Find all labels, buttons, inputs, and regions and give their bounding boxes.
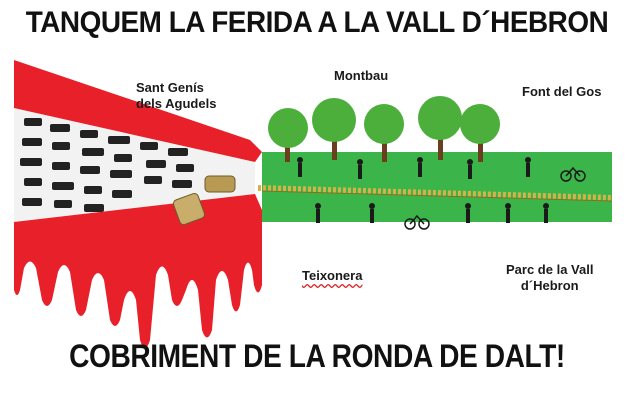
label-teixonera: Teixonera [302,268,363,283]
label-sant-genis-line2: dels Agudels [136,96,217,111]
traffic-cars [20,118,194,212]
label-parc-line1: Parc de la Vall [506,262,594,277]
label-font-del-gos: Font del Gos [522,84,602,99]
zipper-upper-flap [14,60,262,162]
label-sant-genis-line1: Sant Genís [136,80,204,95]
headline: TANQUEM LA FERIDA A LA VALL D´HEBRON [25,6,609,39]
label-parc-line2: d´Hebron [520,278,579,293]
label-sant-genis: Sant Genís dels Agudels [136,80,216,112]
zipper-slider-icon [172,175,236,226]
label-montbau: Montbau [334,68,389,83]
bicycle-icons [404,166,586,230]
footer-slogan: COBRIMENT DE LA RONDA DE DALT! [69,338,565,374]
label-parc-vall-hebron: Parc de la Vall d´Hebron [506,262,593,294]
people-silhouettes [297,157,549,223]
zipper-teeth [257,185,613,201]
zipper-lower-flap [14,194,262,348]
trees [268,96,500,162]
park-strip [262,152,612,222]
